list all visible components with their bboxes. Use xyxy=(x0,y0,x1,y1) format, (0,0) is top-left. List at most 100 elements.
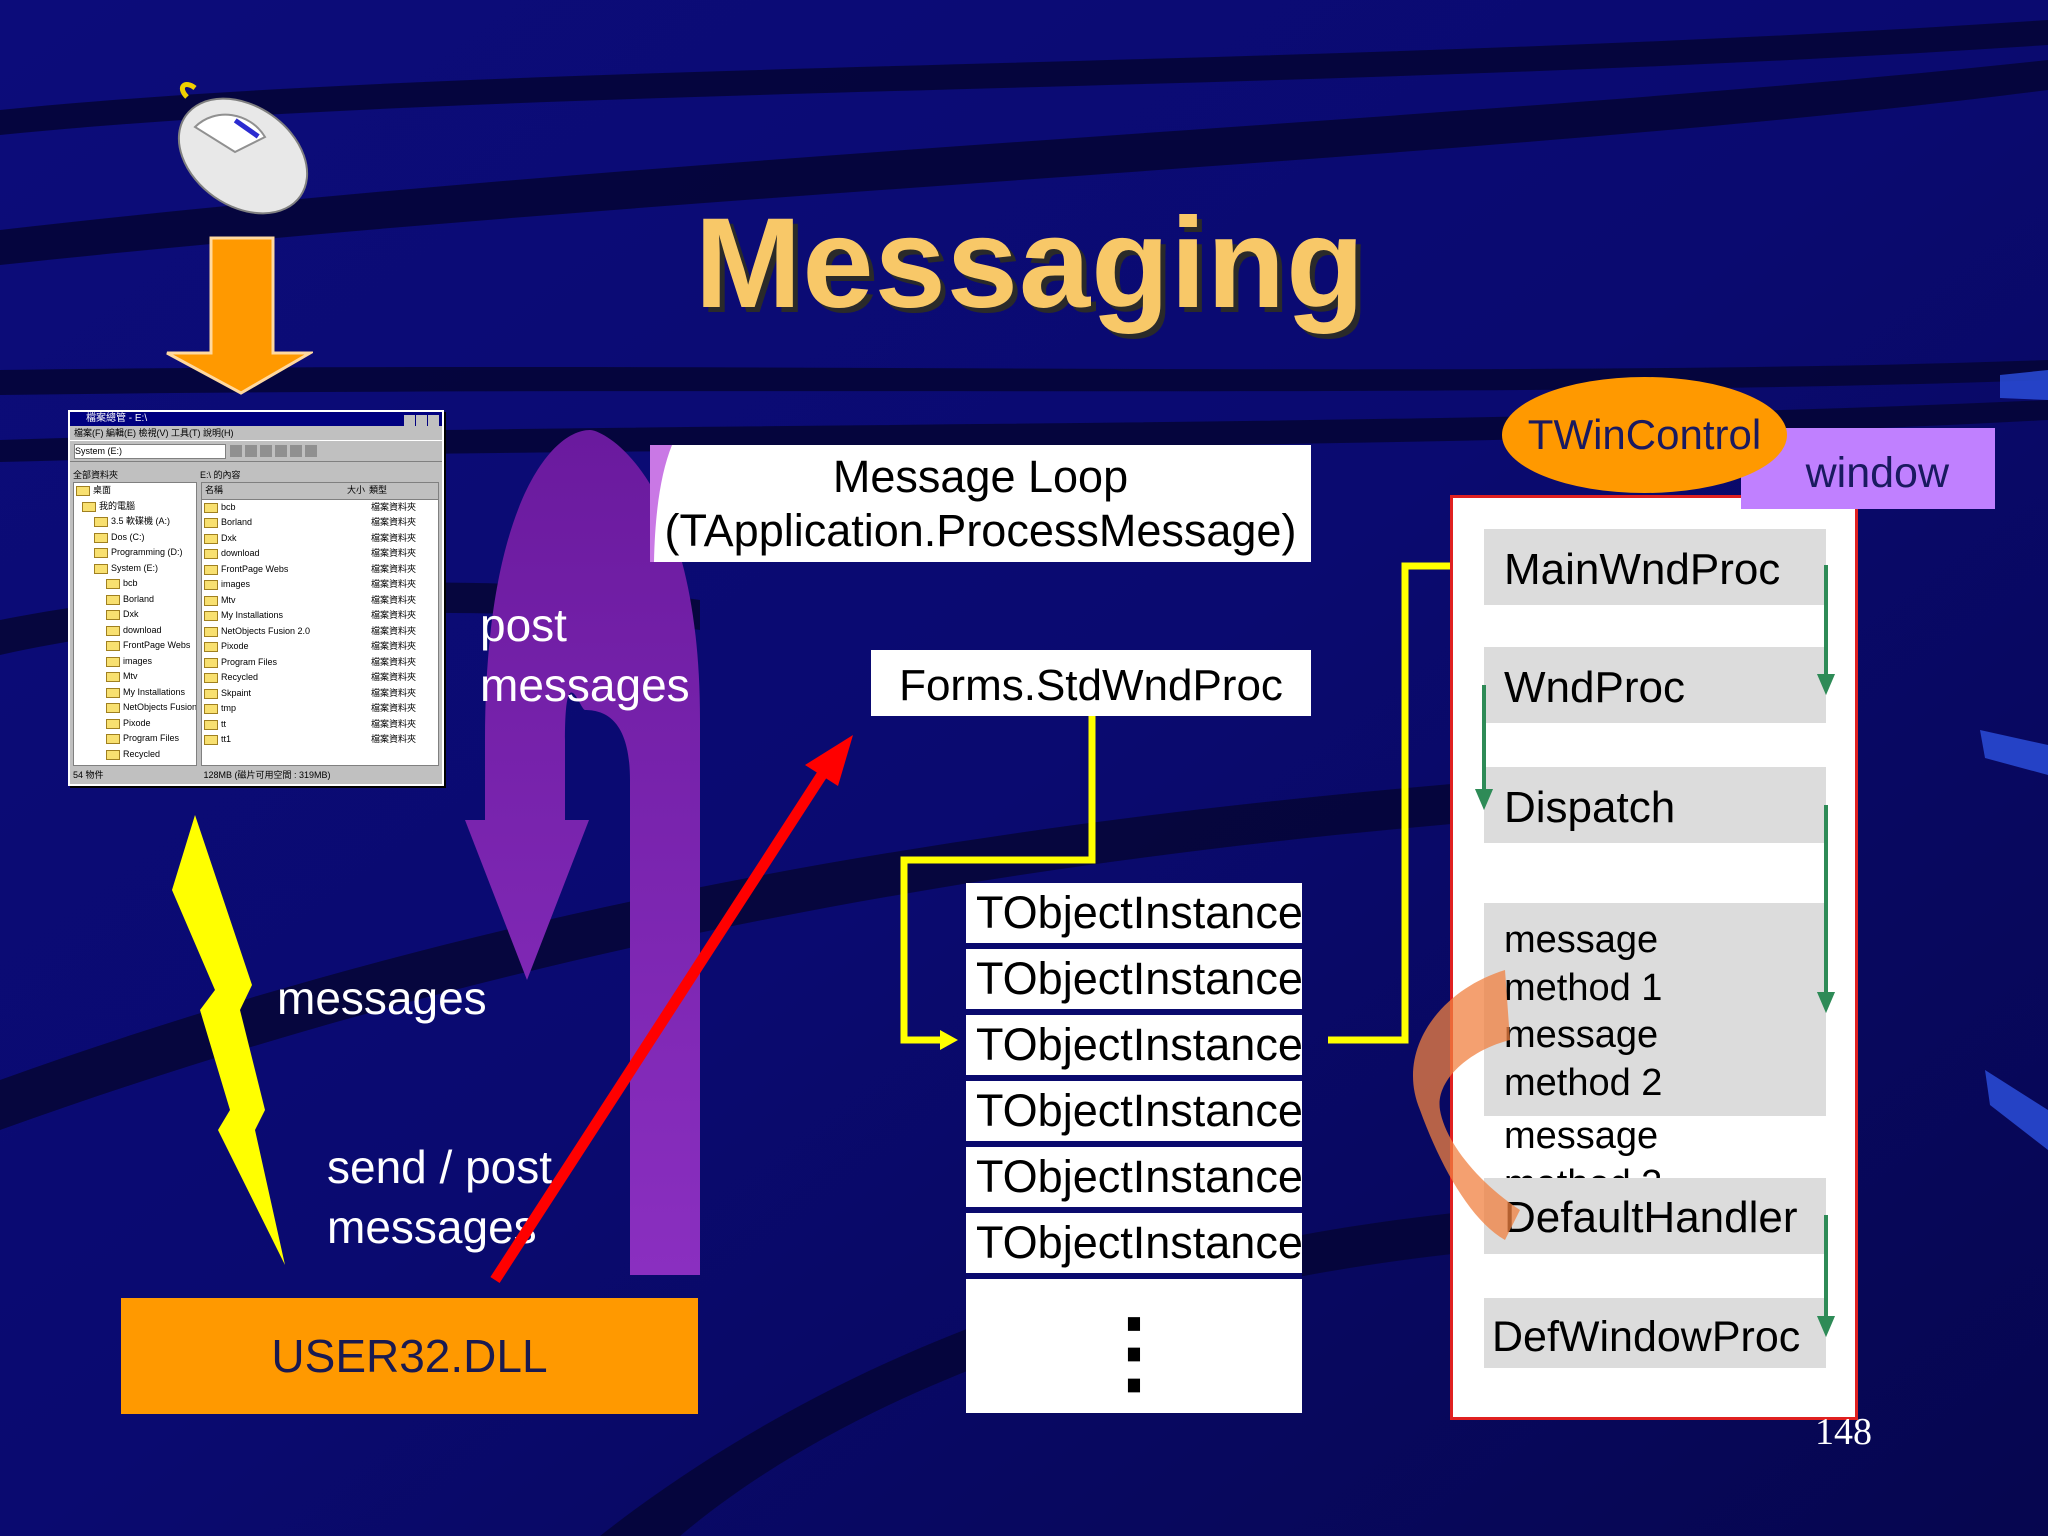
tree-item-label: NetObjects Fusion 2 xyxy=(123,702,197,712)
col-name[interactable]: 名稱 xyxy=(205,485,224,495)
folder-icon xyxy=(204,595,218,606)
tree-item[interactable]: Recycled xyxy=(74,747,196,763)
file-name: FrontPage Webs xyxy=(221,563,289,574)
tree-item[interactable]: Dos (C:) xyxy=(74,530,196,546)
tree-item[interactable]: My Installations xyxy=(74,685,196,701)
tree-item[interactable]: 桌面 xyxy=(74,483,196,499)
tree-item[interactable]: 我的電腦 xyxy=(74,499,196,515)
file-name: My Installations xyxy=(221,610,284,620)
tree-item[interactable]: images xyxy=(74,654,196,670)
col-type[interactable]: 類型 xyxy=(369,485,388,495)
method-line-4: method 2 xyxy=(1504,1061,1663,1104)
file-name: Pixode xyxy=(221,641,249,651)
delete-icon[interactable] xyxy=(305,445,317,457)
tree-item[interactable]: Pixode xyxy=(74,716,196,732)
tree-item[interactable]: bcb xyxy=(74,576,196,592)
maximize-icon[interactable] xyxy=(416,415,427,426)
folder-icon xyxy=(106,687,120,698)
file-name: Borland xyxy=(221,517,253,527)
main-wnd-proc-box: MainWndProc xyxy=(1484,529,1826,605)
tree-item[interactable]: Program Files xyxy=(74,731,196,747)
folder-icon xyxy=(106,656,120,667)
tree-item[interactable]: download xyxy=(74,623,196,639)
explorer-status: 54 物件 128MB (磁片可用空間 : 319MB) xyxy=(73,768,439,782)
up-folder-icon[interactable] xyxy=(230,445,242,457)
file-name: tt1 xyxy=(221,734,232,744)
explorer-title: 檔案總管 - E:\ xyxy=(70,412,442,426)
file-name: Program Files xyxy=(221,656,278,667)
object-instance-2: TObjectInstance xyxy=(966,949,1302,1009)
folder-icon xyxy=(204,704,218,714)
file-type: 檔案資料夾 xyxy=(371,594,417,605)
folder-icon xyxy=(94,548,108,558)
explorer-menu[interactable]: 檔案(F) 編輯(E) 檢視(V) 工具(T) 說明(H) xyxy=(74,428,234,438)
tree-item[interactable]: System (E:) xyxy=(74,561,196,577)
tree-item[interactable]: Programming (D:) xyxy=(74,545,196,561)
file-row[interactable]: Dxk 檔案資料夾 xyxy=(202,531,438,547)
file-type: 檔案資料夾 xyxy=(371,563,417,574)
address-combo[interactable]: System (E:) xyxy=(74,443,226,459)
folder-icon xyxy=(204,735,218,745)
file-name: images xyxy=(221,579,251,589)
file-type: 檔案資料夾 xyxy=(371,532,417,543)
tree-item-label: Program Files xyxy=(123,733,180,743)
method-line-1: message xyxy=(1504,919,1659,961)
down-arrow-icon xyxy=(166,236,313,395)
cut-icon[interactable] xyxy=(245,445,257,457)
dispatch-box: Dispatch xyxy=(1484,767,1826,843)
folder-icon xyxy=(106,610,120,620)
folder-icon xyxy=(204,719,218,730)
folder-icon xyxy=(204,518,218,528)
send-post-line2: messages xyxy=(327,1201,537,1253)
tree-item-label: Borland xyxy=(123,593,155,604)
file-name: Dxk xyxy=(221,532,237,543)
right-pane-header: E:\ 的內容 xyxy=(200,470,241,480)
paste-icon[interactable] xyxy=(275,445,287,457)
folder-icon xyxy=(106,703,120,713)
file-type: 檔案資料夾 xyxy=(371,610,417,620)
file-row[interactable]: FrontPage Webs 檔案資料夾 xyxy=(202,562,438,578)
lightning-icon xyxy=(172,815,285,1265)
file-type: 檔案資料夾 xyxy=(371,501,417,512)
file-type: 檔案資料夾 xyxy=(371,703,417,713)
def-window-proc-box: DefWindowProc xyxy=(1484,1298,1826,1368)
slide-title: Messaging xyxy=(694,192,1366,335)
tree-item[interactable]: FrontPage Webs xyxy=(74,638,196,654)
tree-item[interactable]: NetObjects Fusion 2 xyxy=(74,700,196,716)
col-size[interactable]: 大小 xyxy=(347,485,366,495)
tree-item-label: Dos (C:) xyxy=(111,531,145,542)
tree-item[interactable]: 3.5 軟碟機 (A:) xyxy=(74,514,196,530)
messages-label: messages xyxy=(277,972,487,1024)
folder-icon xyxy=(106,672,120,682)
tree-item-label: bcb xyxy=(123,578,138,588)
minimize-icon[interactable] xyxy=(404,415,415,426)
file-row[interactable]: My Installations 檔案資料夾 xyxy=(202,608,438,624)
tree-item-label: FrontPage Webs xyxy=(123,640,191,650)
folder-icon xyxy=(82,501,96,512)
folder-icon xyxy=(204,580,218,590)
object-instance-3: TObjectInstance xyxy=(966,1015,1302,1075)
tree-item[interactable]: Mtv xyxy=(74,669,196,685)
tree-item-label: Pixode xyxy=(123,717,151,728)
tree-item-label: System (E:) xyxy=(111,562,159,573)
tree-item[interactable]: Borland xyxy=(74,592,196,608)
close-icon[interactable] xyxy=(428,415,439,426)
copy-icon[interactable] xyxy=(260,445,272,457)
undo-icon[interactable] xyxy=(290,445,302,457)
tree-item[interactable]: Dxk xyxy=(74,607,196,623)
